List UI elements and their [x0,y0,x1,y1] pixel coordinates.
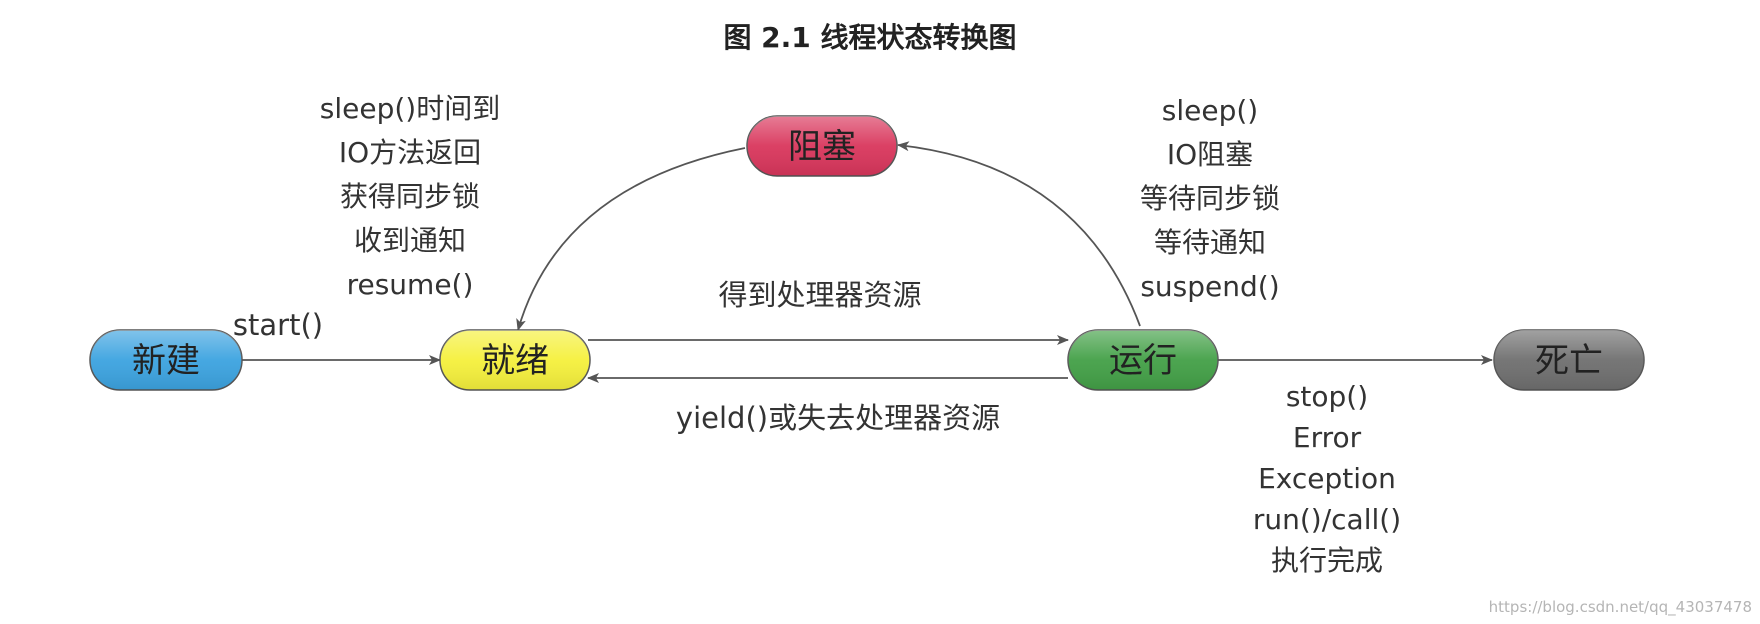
condition-item: Error [1293,421,1362,454]
edge-label-get-processor: 得到处理器资源 [718,278,921,312]
edge-label-start: start() [233,308,323,342]
condition-item: IO阻塞 [1167,138,1253,171]
condition-item: 等待同步锁 [1140,182,1280,215]
state-dead-label: 死亡 [1535,341,1603,381]
watermark-text: https://blog.csdn.net/qq_43037478 [1489,598,1752,617]
condition-item: stop() [1286,380,1368,413]
state-blocked: 阻塞 [746,115,898,177]
state-new: 新建 [89,329,243,391]
diagram-title: 图 2.1 线程状态转换图 [723,21,1016,54]
condition-item: IO方法返回 [339,136,481,169]
state-running: 运行 [1067,329,1219,391]
condition-item: sleep() [1162,94,1258,127]
state-blocked-label: 阻塞 [788,127,856,167]
condition-item: run()/call() [1253,503,1401,536]
condition-item: resume() [347,268,474,301]
edge-running-to-blocked [897,141,1141,327]
edge-label-yield: yield()或失去处理器资源 [676,401,1000,435]
edge-blocked-to-ready [516,147,746,331]
running-to-blocked-conditions: sleep() IO阻塞 等待同步锁 等待通知 suspend() [1140,94,1280,303]
condition-item: sleep()时间到 [320,92,500,125]
state-ready-label: 就绪 [481,341,549,381]
state-dead: 死亡 [1493,329,1645,391]
condition-item: 收到通知 [354,224,466,257]
state-ready: 就绪 [439,329,591,391]
state-running-label: 运行 [1109,341,1177,381]
state-new-label: 新建 [132,341,200,381]
edges [242,141,1493,383]
condition-item: suspend() [1140,270,1279,303]
condition-item: 获得同步锁 [340,180,480,213]
condition-item: Exception [1258,462,1396,495]
condition-item: 等待通知 [1154,226,1266,259]
running-to-dead-conditions: stop() Error Exception run()/call() 执行完成 [1253,380,1401,577]
condition-item: 执行完成 [1271,544,1383,577]
blocked-to-ready-conditions: sleep()时间到 IO方法返回 获得同步锁 收到通知 resume() [320,92,500,301]
